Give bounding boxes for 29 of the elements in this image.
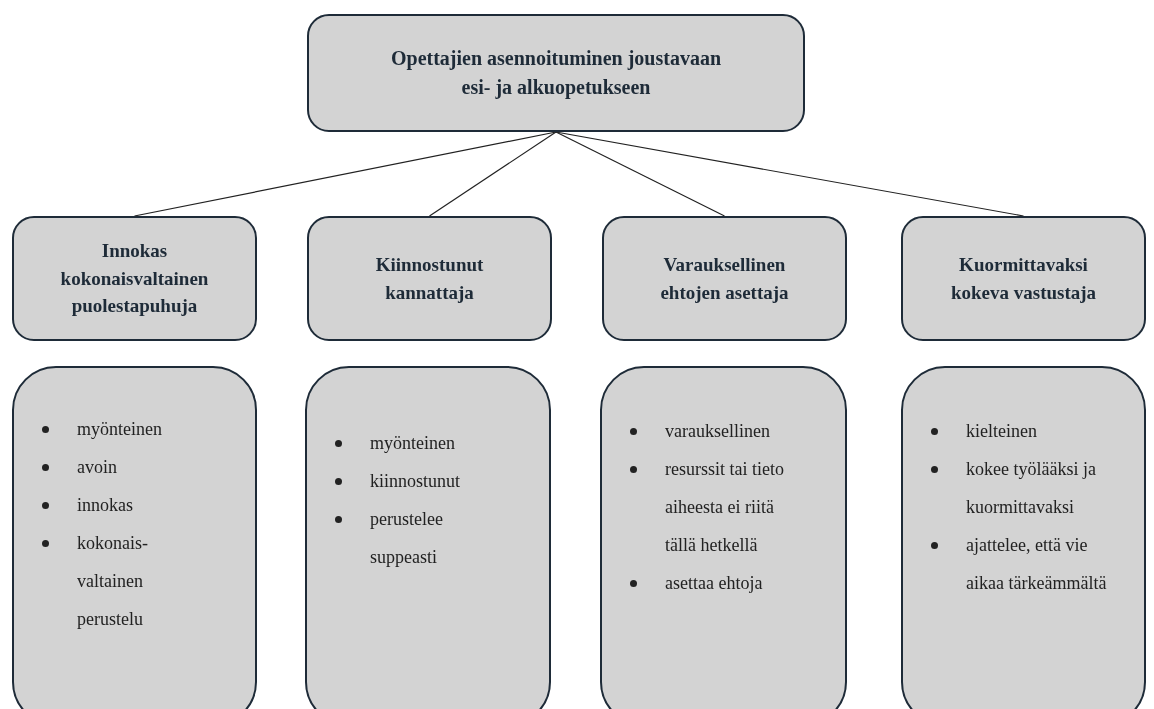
list-box xyxy=(901,366,1146,709)
connector-line xyxy=(555,131,1025,217)
box-heading: Innokas kokonaisvaltainen puolestapuhuja xyxy=(59,239,210,319)
category-box xyxy=(602,216,847,341)
list-item: kiinnostunut xyxy=(370,470,460,493)
category-box xyxy=(12,216,257,341)
box-heading: Kiinnostunut kannattaja xyxy=(374,252,485,305)
list-item: varauksellinen xyxy=(665,420,770,443)
box-heading: Opettajien asennoituminen joustavaan esi- ja alkuopetukseen xyxy=(390,46,722,101)
list-box xyxy=(12,366,257,709)
list-item: kielteinen xyxy=(966,420,1037,443)
list-item: avoin xyxy=(77,456,117,479)
list-item: kokonais- valtainen perustelu xyxy=(77,532,149,631)
list-item: ajattelee, että vie aikaa tärkeämmältä xyxy=(966,534,1108,595)
list-item: myönteinen xyxy=(77,418,162,441)
box-heading: Varauksellinen ehtojen asettaja xyxy=(659,252,790,305)
list-item: myönteinen xyxy=(370,432,455,455)
connector-line xyxy=(428,131,557,217)
list-item: innokas xyxy=(77,494,133,517)
list-item: perustelee suppeasti xyxy=(370,508,444,569)
box-heading: Kuormittavaksi kokeva vastustaja xyxy=(949,252,1098,305)
category-box xyxy=(901,216,1146,341)
list-box xyxy=(600,366,847,709)
category-box xyxy=(307,216,552,341)
connector-line xyxy=(133,131,557,217)
list-box xyxy=(305,366,551,709)
connector-line xyxy=(555,131,726,217)
list-item: asettaa ehtoja xyxy=(665,572,763,595)
title-box xyxy=(307,14,805,132)
